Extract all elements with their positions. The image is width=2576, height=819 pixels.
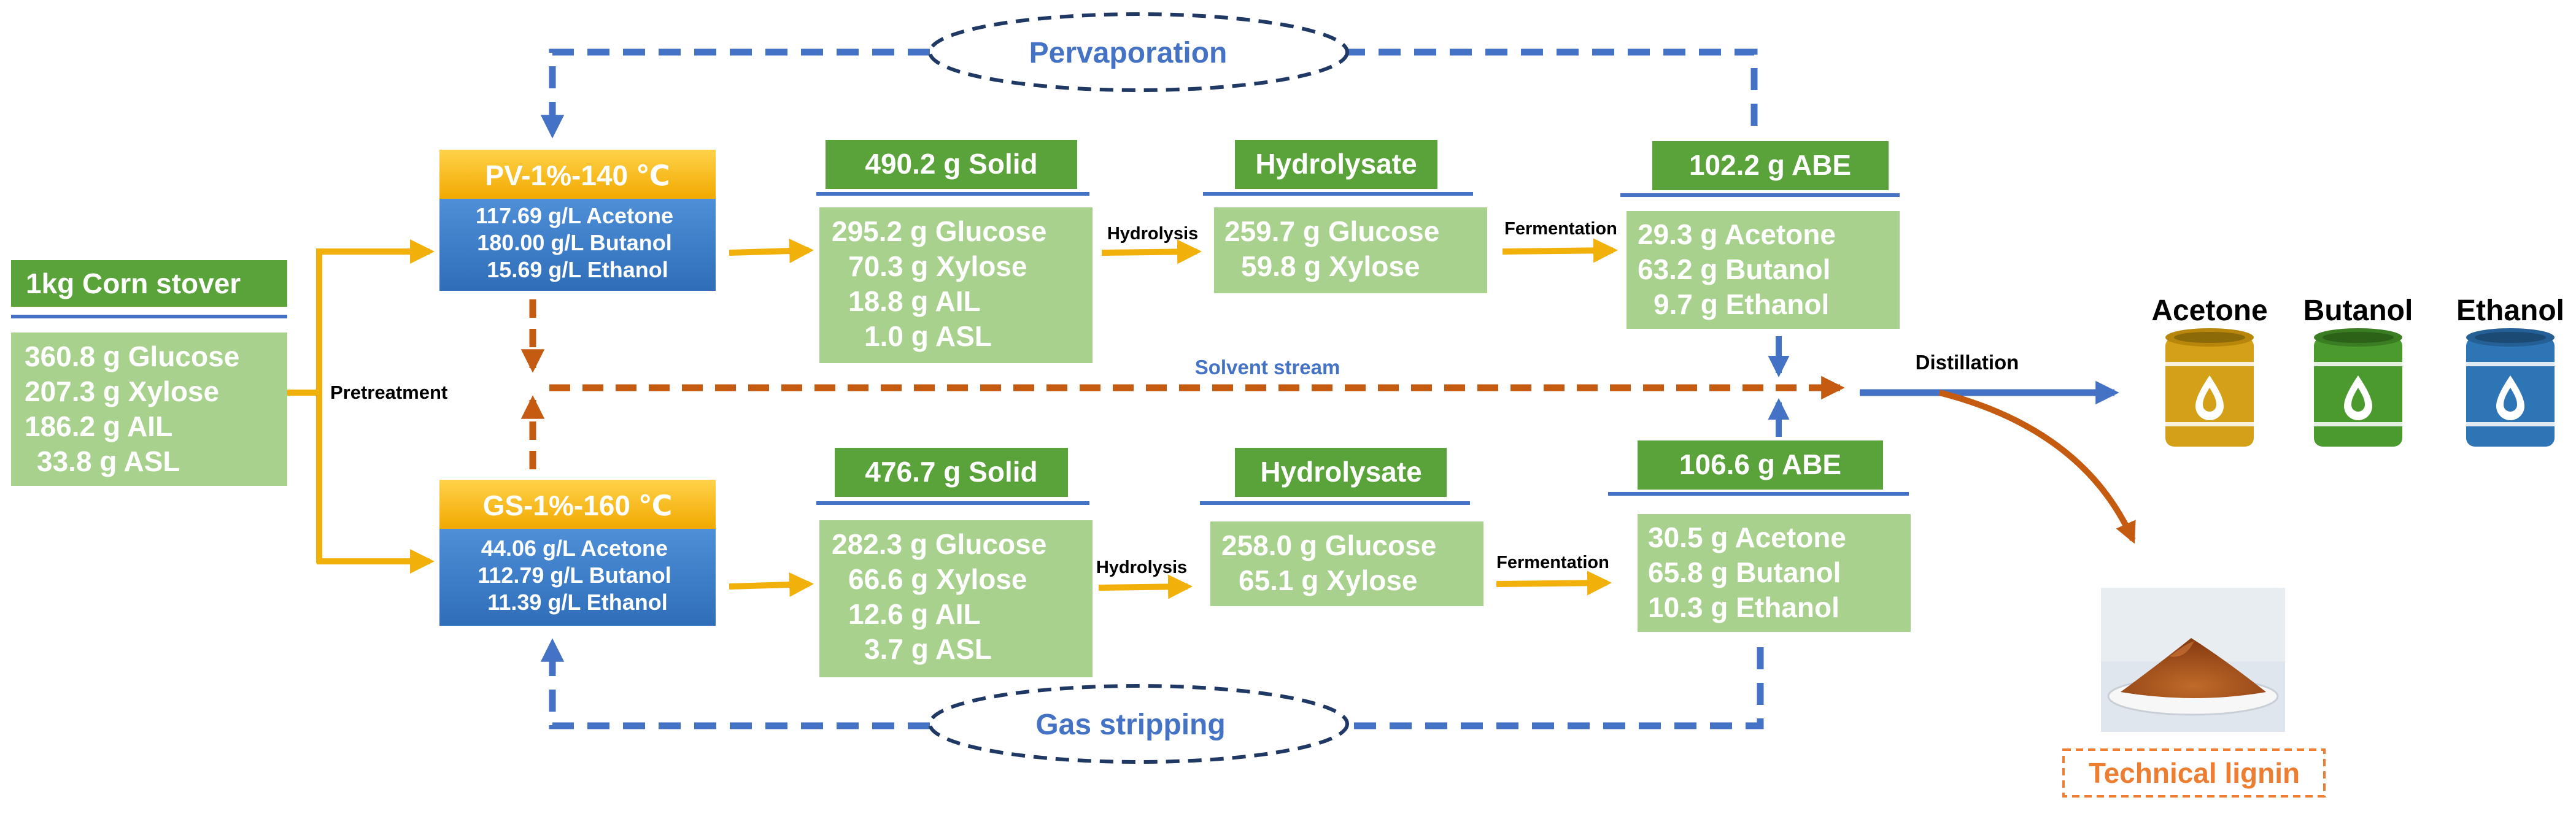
- bottom-pretreatment-body: [439, 529, 716, 626]
- top-fermentation-arrow: Fermentation: [1502, 219, 1618, 263]
- top-to-solid-arrow: [729, 238, 814, 263]
- technical-lignin: Technical lignin: [2062, 588, 2326, 798]
- product-label-ethanol: Ethanol: [2456, 294, 2564, 327]
- lignin-powder-pile-icon: [2101, 588, 2285, 732]
- product-label-acetone: Acetone: [2151, 294, 2267, 327]
- bottom-pretreatment-solvents: 44.06 g/L Acetone 112.79 g/L Butanol 11.…: [478, 536, 677, 615]
- top-abe-title: 102.2 g ABE: [1689, 149, 1851, 181]
- acetone-barrel-icon: [2165, 328, 2254, 447]
- product-acetone: Acetone: [2151, 294, 2268, 447]
- product-butanol: Butanol: [2303, 294, 2413, 447]
- bottom-hydrolysate-title: Hydrolysate: [1260, 456, 1421, 488]
- lignin-label-box: [2062, 748, 2326, 798]
- feed-body: [11, 333, 287, 486]
- top-hydrolysate-block: Hydrolysate 259.7 g Glucose 59.8 g Xylos…: [1203, 140, 1487, 293]
- pretreatment-label: Pretreatment: [330, 382, 447, 403]
- bottom-pretreatment-header: [439, 480, 716, 529]
- top-pretreatment-title: PV-1%-140 ℃: [485, 160, 670, 191]
- bottom-fermentation-arrow: Fermentation: [1496, 553, 1612, 596]
- top-hydrolysate-composition: 259.7 g Glucose 59.8 g Xylose: [1224, 215, 1447, 282]
- lignin-arrow: [1938, 390, 2136, 544]
- top-abe-header: [1652, 141, 1889, 190]
- feed-composition: 360.8 g Glucose 207.3 g Xylose 186.2 g A…: [25, 340, 247, 477]
- bottom-solid-block: 476.7 g Solid 282.3 g Glucose 66.6 g Xyl…: [816, 448, 1093, 677]
- bottom-pretreatment-title: GS-1%-160 ℃: [483, 490, 673, 521]
- top-hydrolysis-arrow: Hydrolysis: [1101, 224, 1202, 264]
- pervaporation-ellipse: [928, 12, 1349, 92]
- top-pretreatment-solvents: 117.69 g/L Acetone 180.00 g/L Butanol 15…: [476, 203, 679, 282]
- top-abe-composition: 29.3 g Acetone 63.2 g Butanol 9.7 g Etha…: [1638, 218, 1844, 320]
- products: Acetone Butanol: [2151, 294, 2564, 447]
- solvent-stream-label: Solvent stream: [1195, 356, 1340, 379]
- gas-stripping-ellipse: [928, 684, 1349, 764]
- feed-header: [11, 260, 287, 307]
- pervaporation-loop: Pervaporation: [540, 12, 1758, 139]
- top-pretreatment-block: PV-1%-140 ℃ 117.69 g/L Acetone 180.00 g/…: [439, 150, 716, 291]
- bottom-abe-block: 106.6 g ABE 30.5 g Acetone 65.8 g Butano…: [1608, 440, 1911, 632]
- solvent-stream: Solvent stream: [520, 299, 1845, 469]
- bottom-abe-composition: 30.5 g Acetone 65.8 g Butanol 10.3 g Eth…: [1648, 521, 1854, 623]
- bottom-solid-body: [819, 520, 1093, 677]
- top-pretreatment-body: [439, 199, 716, 291]
- bottom-hydrolysis-label: Hydrolysis: [1096, 558, 1187, 577]
- gas-stripping-loop: Gas stripping: [540, 638, 1764, 764]
- top-hydrolysis-label: Hydrolysis: [1107, 224, 1198, 244]
- top-abe-block: 102.2 g ABE 29.3 g Acetone 63.2 g Butano…: [1620, 141, 1900, 329]
- ethanol-barrel-icon: [2466, 328, 2555, 447]
- bottom-hydrolysate-header: [1235, 448, 1447, 497]
- bottom-hydrolysate-body: [1210, 521, 1483, 606]
- product-ethanol: Ethanol: [2456, 294, 2564, 447]
- pretreatment-arrows: Pretreatment: [287, 239, 447, 574]
- bottom-solid-composition: 282.3 g Glucose 66.6 g Xylose 12.6 g AIL…: [832, 528, 1054, 665]
- bottom-hydrolysate-composition: 258.0 g Glucose 65.1 g Xylose: [1221, 529, 1444, 596]
- product-label-butanol: Butanol: [2303, 294, 2413, 327]
- bottom-abe-title: 106.6 g ABE: [1679, 448, 1841, 480]
- lignin-label: Technical lignin: [2089, 757, 2300, 789]
- gas-stripping-label: Gas stripping: [1035, 709, 1225, 741]
- feed-title: 1kg Corn stover: [26, 267, 241, 299]
- top-solid-composition: 295.2 g Glucose 70.3 g Xylose 18.8 g AIL…: [832, 215, 1054, 352]
- bottom-hydrolysate-block: Hydrolysate 258.0 g Glucose 65.1 g Xylos…: [1200, 448, 1483, 606]
- bottom-fermentation-label: Fermentation: [1496, 553, 1609, 572]
- bottom-hydrolysis-arrow: Hydrolysis: [1096, 558, 1193, 599]
- top-solid-block: 490.2 g Solid 295.2 g Glucose 70.3 g Xyl…: [816, 140, 1093, 363]
- bottom-abe-header: [1638, 440, 1883, 490]
- top-solid-title: 490.2 g Solid: [865, 148, 1037, 180]
- butanol-barrel-icon: [2314, 328, 2402, 447]
- top-solid-header: [826, 140, 1077, 189]
- top-solid-body: [819, 207, 1093, 363]
- pervaporation-label: Pervaporation: [1029, 37, 1228, 69]
- top-hydrolysate-body: [1214, 207, 1487, 293]
- bottom-pretreatment-block: GS-1%-160 ℃ 44.06 g/L Acetone 112.79 g/L…: [439, 480, 716, 626]
- top-abe-body: [1626, 211, 1900, 329]
- top-pretreatment-header: [439, 150, 716, 199]
- bottom-abe-body: [1638, 514, 1911, 632]
- top-hydrolysate-title: Hydrolysate: [1255, 148, 1417, 180]
- top-hydrolysate-header: [1235, 140, 1437, 189]
- feed-block: 1kg Corn stover 360.8 g Glucose 207.3 g …: [11, 260, 287, 486]
- distillation-arrow: Distillation: [1860, 351, 2119, 405]
- distillation-label: Distillation: [1916, 351, 2019, 374]
- bottom-solid-title: 476.7 g Solid: [865, 456, 1037, 488]
- top-fermentation-label: Fermentation: [1504, 219, 1617, 239]
- bottom-solid-header: [835, 448, 1068, 497]
- bottom-to-solid-arrow: [729, 572, 814, 597]
